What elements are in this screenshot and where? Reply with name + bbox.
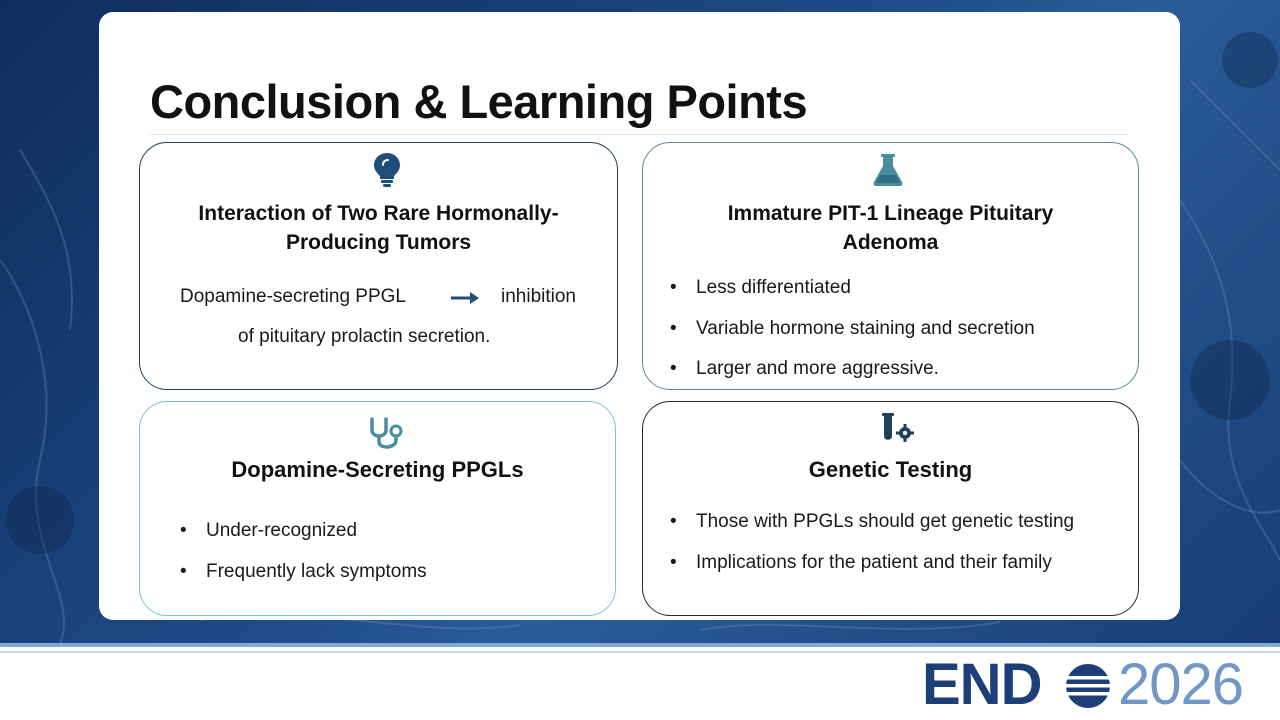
learning-point-box-pit1: Immature PIT-1 Lineage Pituitary Adenoma… xyxy=(642,142,1139,390)
lightbulb-icon xyxy=(374,153,400,187)
learning-point-box-dopamine: Dopamine-Secreting PPGLs • Under-recogni… xyxy=(139,401,616,616)
box-title-line: Immature PIT-1 Lineage Pituitary xyxy=(727,202,1054,225)
bullet-dot: • xyxy=(670,511,677,532)
background-texture xyxy=(0,32,1280,643)
body-text: of pituitary prolactin secretion. xyxy=(238,326,491,347)
box-title: Immature PIT-1 Lineage Pituitary Adenoma xyxy=(643,199,1138,257)
bullet-dot: • xyxy=(670,552,677,573)
title-divider xyxy=(149,134,1129,135)
test-tube-gear-icon xyxy=(882,413,914,442)
bullet-text: Frequently lack symptoms xyxy=(206,561,427,582)
body-text: inhibition xyxy=(501,286,576,307)
footer-stripe xyxy=(0,651,1280,653)
bullet-text: Those with PPGLs should get genetic test… xyxy=(696,511,1075,532)
body-text: Dopamine-secreting PPGL xyxy=(180,286,406,307)
bullet-dot: • xyxy=(670,358,677,379)
box-title-line: Producing Tumors xyxy=(285,231,472,254)
footer-stripe xyxy=(0,647,1280,651)
flask-icon xyxy=(873,154,903,186)
page-title: Conclusion & Learning Points xyxy=(150,75,808,128)
logo-year-text: 2026 xyxy=(1118,652,1244,717)
bullet-text: Implications for the patient and their f… xyxy=(696,552,1052,573)
learning-point-box-interaction: Interaction of Two Rare Hormonally- Prod… xyxy=(139,142,618,390)
footer-stripe xyxy=(0,643,1280,647)
arrow-right-icon xyxy=(451,292,479,304)
bullet-dot: • xyxy=(670,318,677,339)
learning-point-box-genetic: Genetic Testing • Those with PPGLs shoul… xyxy=(642,401,1139,616)
box-title: Dopamine-Secreting PPGLs xyxy=(231,457,524,482)
stethoscope-icon xyxy=(370,417,403,449)
bullet-text: Under-recognized xyxy=(206,520,358,541)
content-card: Conclusion & Learning Points Interaction… xyxy=(99,12,1180,620)
bullet-dot: • xyxy=(670,277,677,298)
globe-icon xyxy=(1064,664,1116,708)
box-title-line: Interaction of Two Rare Hormonally- xyxy=(198,202,559,225)
bullet-text: Variable hormone staining and secretion xyxy=(696,318,1035,339)
bullet-text: Less differentiated xyxy=(696,277,851,298)
box-title: Genetic Testing xyxy=(808,457,973,482)
box-title-line: Adenoma xyxy=(842,231,939,254)
endo-logo: END 2026 xyxy=(922,656,1267,714)
bullet-dot: • xyxy=(180,520,187,541)
bullet-text: Larger and more aggressive. xyxy=(696,358,939,379)
bullet-dot: • xyxy=(180,561,187,582)
logo-brand-text: END xyxy=(922,652,1042,717)
box-title: Interaction of Two Rare Hormonally- Prod… xyxy=(140,199,617,257)
